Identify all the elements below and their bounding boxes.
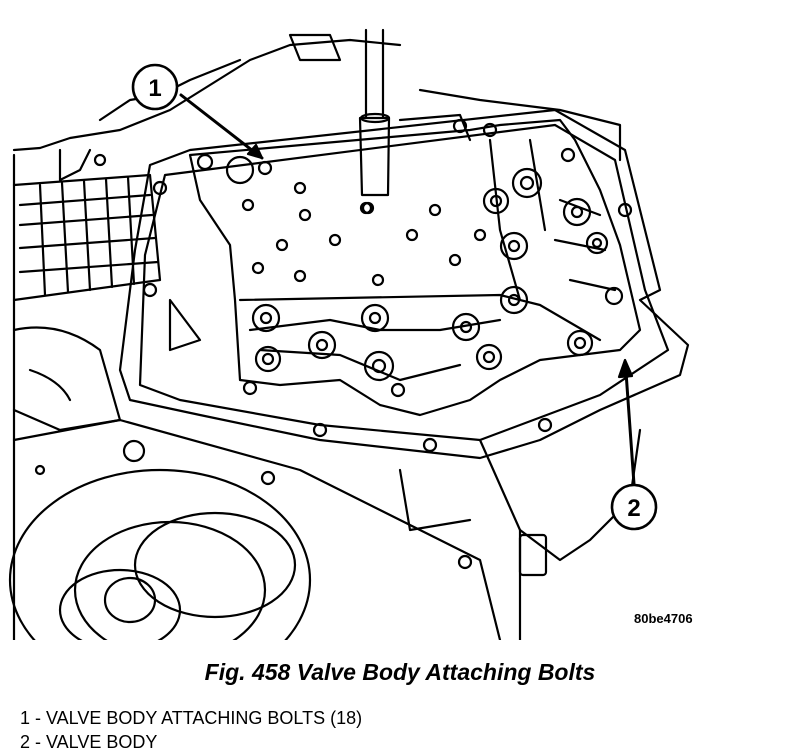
legend-item: 1 - VALVE BODY ATTACHING BOLTS (18)	[20, 708, 363, 728]
image-id: 80be4706	[634, 611, 693, 626]
legend: 1 - VALVE BODY ATTACHING BOLTS (18) 2 - …	[20, 706, 362, 754]
callout-1-leader	[179, 93, 264, 160]
callout-2-circle	[610, 483, 658, 531]
callout-1-circle	[131, 63, 179, 111]
callout-2-number: 2	[627, 495, 640, 522]
callout-1-arrowhead	[246, 143, 264, 160]
bolt-heads	[34, 118, 633, 570]
figure-caption: Fig. 458 Valve Body Attaching Bolts	[204, 659, 596, 685]
callout-2-leader	[624, 370, 636, 486]
callout-2-arrowhead	[617, 358, 634, 379]
transmission-case	[8, 33, 642, 640]
callout-1-number: 1	[148, 75, 161, 102]
valve-body-illustration: 1 2	[8, 28, 690, 640]
extension-tool	[358, 28, 391, 215]
legend-item: 2 - VALVE BODY	[20, 732, 158, 752]
case-pan-rail	[118, 108, 690, 460]
